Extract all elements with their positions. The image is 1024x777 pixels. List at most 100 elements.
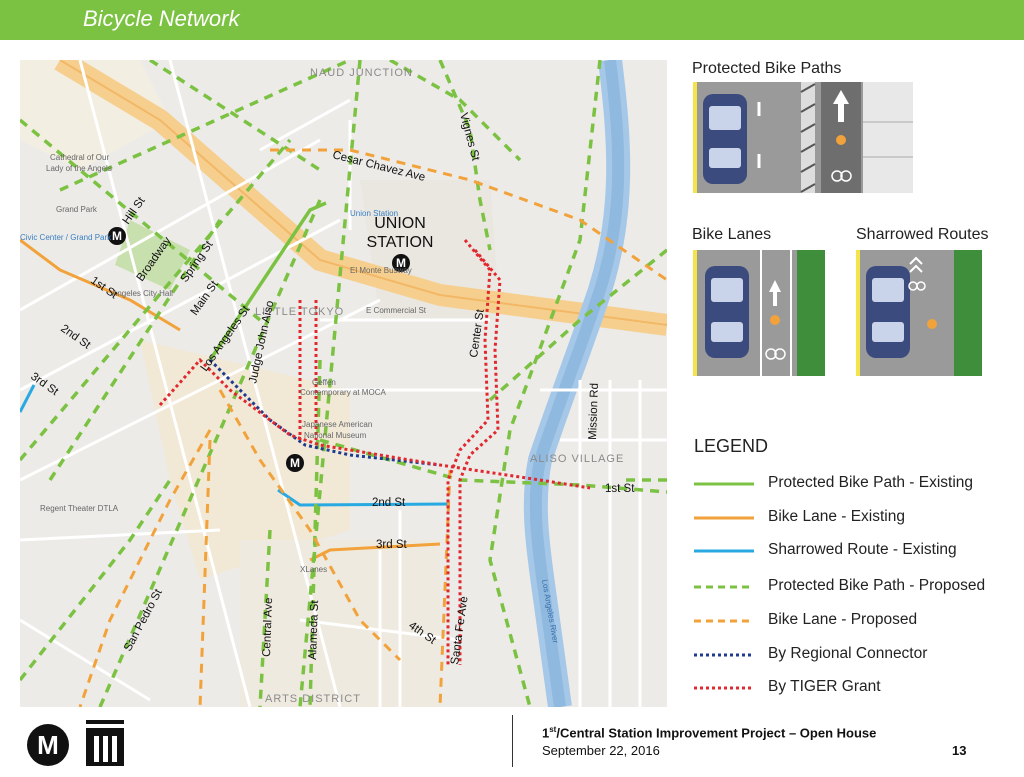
cyclist-icon [927, 319, 937, 329]
label-union-station-stop: Union Station [350, 209, 398, 218]
label-grand-park: Grand Park [56, 205, 98, 214]
label-central-ave: Central Ave [261, 597, 275, 657]
label-city-hall: Angeles City Hall [112, 289, 173, 298]
route-tiger-grant [458, 249, 502, 665]
footer-project-title: 1st/Central Station Improvement Project … [542, 725, 877, 741]
route-protected-proposed [488, 60, 602, 707]
label-el-monte-busway: El Monte Busway [350, 266, 412, 275]
route-protected-proposed [488, 248, 667, 402]
route-protected-proposed [258, 529, 272, 707]
panel-title-bike-lanes: Bike Lanes [692, 226, 772, 243]
route-protected-proposed [20, 138, 292, 462]
bike-symbol-icon [831, 170, 843, 182]
svg-text:M: M [37, 730, 59, 760]
metro-marker: M [108, 227, 126, 245]
metro-marker: M [286, 454, 304, 472]
route-bike-lane-existing [20, 238, 181, 332]
los-angeles-river-channel [529, 60, 625, 707]
legend-swatch [694, 619, 754, 623]
route-protected-proposed [298, 60, 362, 707]
legend-item-protected-proposed: Protected Bike Path - Proposed [694, 577, 1014, 599]
route-protected-proposed [20, 479, 172, 682]
legend-swatch [694, 653, 754, 657]
label-naud-junction: NAUD JUNCTION [310, 67, 413, 79]
arrow-up-icon [833, 90, 849, 122]
arrow-up-icon [769, 280, 781, 306]
legend-item-sharrow-existing: Sharrowed Route - Existing [694, 541, 1014, 563]
label-union-station-line2: STATION [367, 234, 434, 251]
route-bike-lane-proposed-group [78, 148, 667, 707]
label-3rd-st-east: 3rd St [376, 539, 407, 551]
bicycle-network-map: M M M NAUD JUNCTION LITTLE TOKYO ALISO V… [20, 60, 667, 707]
legend-item-bike-lane-existing: Bike Lane - Existing [694, 508, 1014, 530]
route-protected-proposed [48, 219, 222, 481]
route-regional-connector [208, 358, 441, 467]
label-little-tokyo: LITTLE TOKYO [255, 306, 344, 318]
legend-label: Protected Bike Path - Proposed [768, 577, 986, 594]
label-union-station-line1: UNION [374, 215, 426, 232]
label-mission-rd: Mission Rd [587, 383, 601, 440]
legend-swatch [694, 686, 754, 690]
route-protected-existing [208, 201, 327, 361]
label-museum-2: National Museum [304, 431, 367, 440]
footer-date: September 22, 2016 [542, 743, 660, 758]
panel-title-protected: Protected Bike Paths [692, 60, 842, 77]
chevron-up-icon [909, 256, 923, 265]
cyclist-icon [770, 315, 780, 325]
label-civic-center: Civic Center / Grand Park [20, 233, 112, 242]
label-cathedral-2: Lady of the Angels [46, 164, 112, 173]
legend-swatch [694, 549, 754, 553]
district-fill [140, 340, 350, 580]
legend-item-protected-existing: Protected Bike Path - Existing [694, 474, 1014, 496]
route-protected-proposed [438, 60, 492, 251]
label-2nd-st-east: 2nd St [372, 497, 406, 509]
label-alameda-st: Alameda St [307, 599, 321, 660]
label-e-commercial: E Commercial St [366, 306, 427, 315]
footer-divider [512, 715, 513, 767]
page-number: 13 [952, 743, 967, 758]
legend-label: Protected Bike Path - Existing [768, 474, 974, 491]
route-bike-lane-proposed [218, 389, 402, 662]
legend-heading: LEGEND [694, 436, 769, 456]
bike-lanes-diagram [693, 250, 825, 376]
header-bar: Bicycle Network [0, 0, 1024, 40]
route-sharrow-existing [277, 488, 449, 507]
route-bike-lane-proposed [438, 469, 452, 707]
protected-bike-path-diagram [693, 82, 913, 193]
label-geffen-2: Contemporary at MOCA [300, 388, 386, 397]
legend-swatch [694, 585, 754, 589]
route-tiger-grant [158, 357, 591, 490]
label-1st-st-east: 1st St [605, 483, 635, 495]
label-regent-theater: Regent Theater DTLA [40, 504, 119, 513]
union-station-logo [86, 720, 124, 766]
route-protected-proposed [308, 359, 322, 707]
grand-park [115, 220, 190, 290]
svg-text:M: M [290, 456, 300, 470]
legend-swatch [694, 482, 754, 486]
route-protected-proposed [149, 60, 321, 172]
legend-label: Bike Lane - Proposed [768, 611, 918, 628]
route-protected-proposed [389, 60, 522, 162]
label-geffen-1: Geffen [312, 378, 336, 387]
svg-text:M: M [396, 256, 406, 270]
route-protected-proposed [319, 438, 667, 494]
label-xlanes: XLanes [300, 565, 327, 574]
cyclist-icon [836, 135, 846, 145]
route-protected-proposed [98, 199, 322, 707]
label-arts-district: ARTS DISTRICT [265, 693, 361, 705]
route-protected-proposed-group [20, 60, 667, 707]
label-aliso-village: ALISO VILLAGE [530, 453, 624, 465]
svg-text:M: M [112, 229, 122, 243]
legend-label: By TIGER Grant [768, 678, 881, 695]
route-bike-lane-proposed [78, 429, 212, 707]
route-bike-lane-proposed [270, 148, 667, 282]
legend-item-tiger-grant: By TIGER Grant [694, 678, 1014, 700]
page-title: Bicycle Network [83, 6, 240, 31]
metro-marker: M [392, 254, 410, 272]
route-bike-lane-proposed [198, 439, 212, 707]
legend-item-bike-lane-proposed: Bike Lane - Proposed [694, 611, 1014, 633]
legend-label: Bike Lane - Existing [768, 508, 905, 525]
sharrowed-routes-diagram [856, 250, 982, 376]
route-bike-lane-existing [309, 542, 441, 562]
street-grid [20, 60, 667, 707]
